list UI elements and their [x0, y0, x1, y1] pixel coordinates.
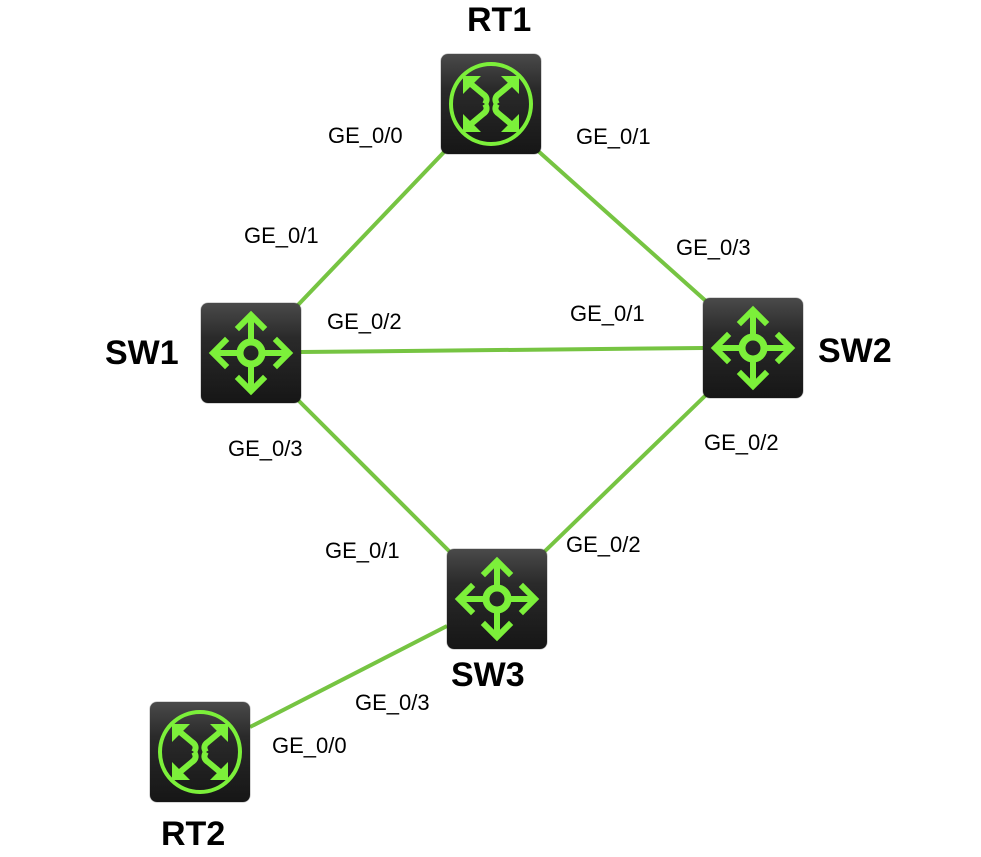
device-sw1[interactable]	[201, 303, 301, 403]
link-sw2-sw3	[541, 392, 709, 555]
port-label-sw1-ge02: GE_0/2	[327, 309, 402, 334]
port-label-sw3-ge03: GE_0/3	[355, 690, 430, 715]
device-label-sw1: SW1	[105, 334, 179, 372]
device-label-rt1: RT1	[467, 1, 532, 39]
link-sw1-sw3	[295, 397, 453, 555]
port-label-sw3-ge02: GE_0/2	[566, 532, 641, 557]
device-sw3[interactable]	[447, 549, 547, 649]
port-label-sw3-ge01: GE_0/1	[325, 538, 400, 563]
switch-icon	[710, 305, 796, 391]
router-icon	[158, 710, 242, 794]
switch-icon	[208, 310, 294, 396]
device-sw2[interactable]	[703, 298, 803, 398]
device-label-rt2: RT2	[161, 815, 226, 853]
link-rt1-sw2	[535, 148, 709, 304]
port-label-sw2-ge03: GE_0/3	[676, 235, 751, 260]
device-rt1[interactable]	[441, 54, 541, 154]
switch-icon	[454, 556, 540, 642]
port-label-sw1-ge03: GE_0/3	[228, 436, 303, 461]
port-label-sw2-ge01: GE_0/1	[570, 301, 645, 326]
port-label-rt1-ge00: GE_0/0	[328, 123, 403, 148]
router-icon	[449, 62, 533, 146]
link-rt1-sw1	[295, 148, 448, 308]
link-sw3-rt2	[249, 624, 448, 729]
port-label-rt1-ge01: GE_0/1	[576, 124, 651, 149]
port-label-sw1-ge01: GE_0/1	[244, 223, 319, 248]
port-label-sw2-ge02: GE_0/2	[704, 430, 779, 455]
device-label-sw2: SW2	[818, 332, 892, 370]
device-rt2[interactable]	[150, 702, 250, 802]
device-label-sw3: SW3	[451, 656, 525, 694]
link-sw1-sw2	[300, 346, 704, 354]
port-label-rt2-ge00: GE_0/0	[272, 733, 347, 758]
